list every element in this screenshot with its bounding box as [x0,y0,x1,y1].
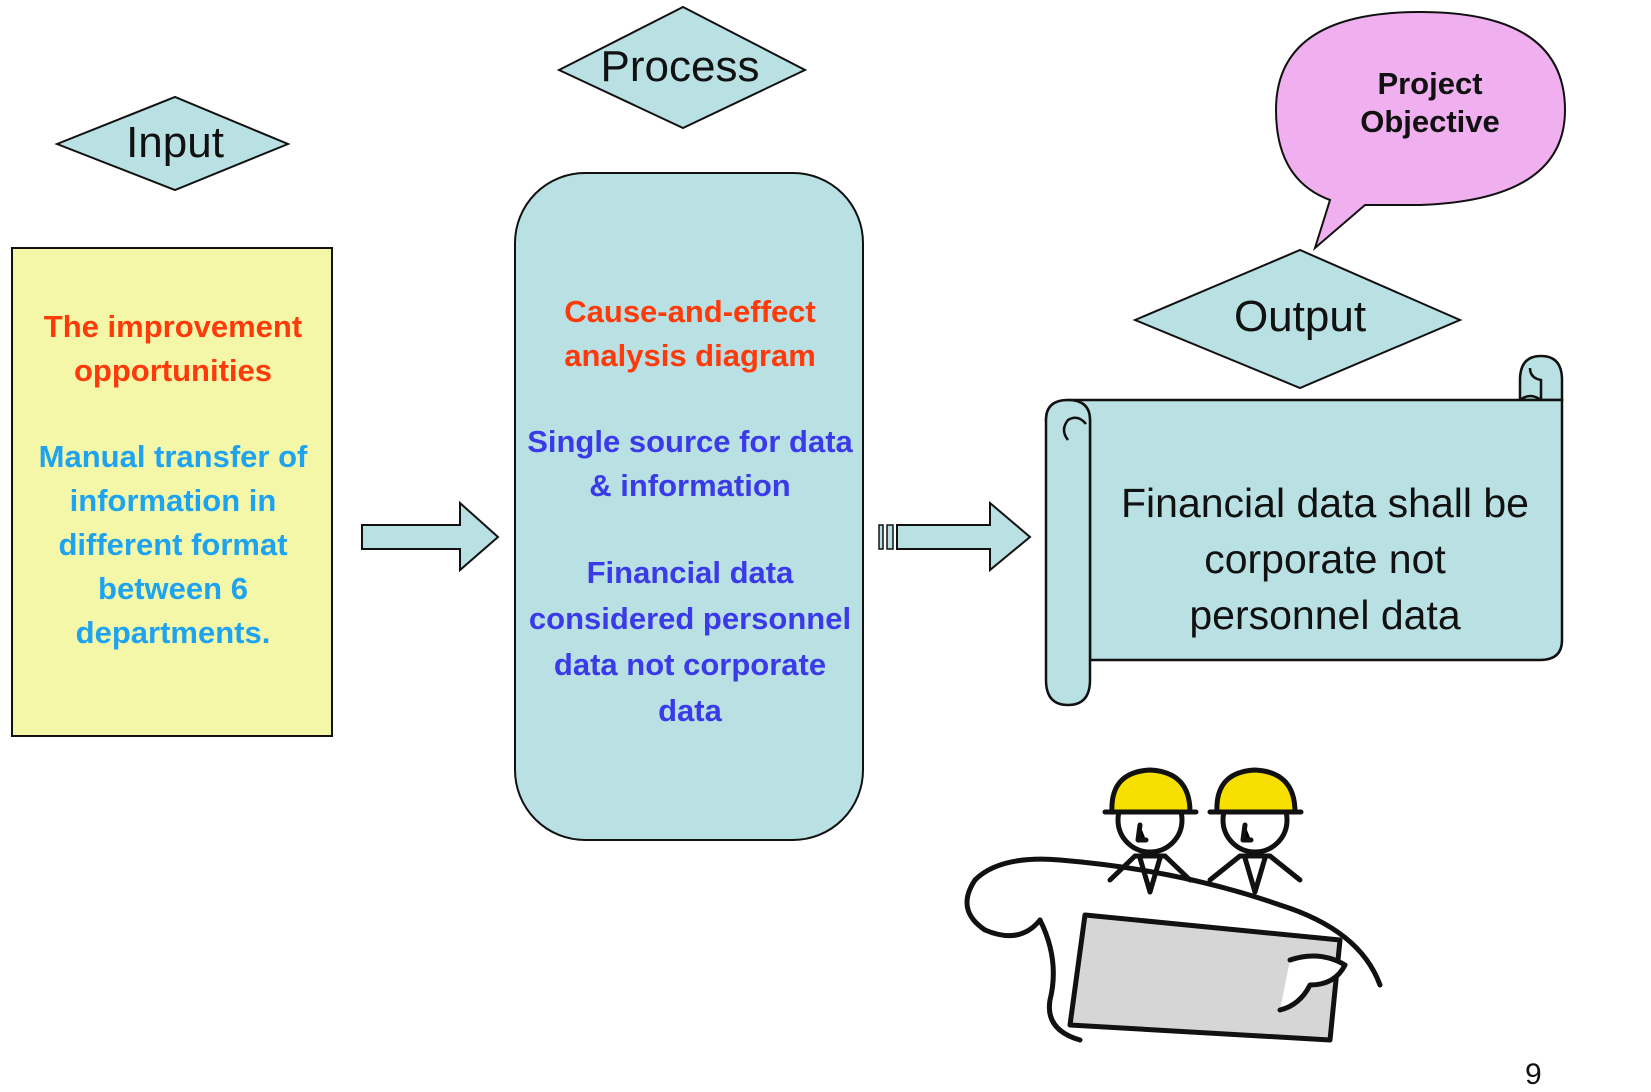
process-item-financial-data: Financial data considered personnel data… [528,555,852,728]
input-body: Manual transfer of information in differ… [38,439,308,650]
arrow-process-to-output [878,500,1032,573]
output-diamond [1132,248,1463,390]
output-scroll [1044,354,1564,707]
output-label: Output [1233,292,1367,341]
callout-text: Project Objective [1360,66,1500,139]
input-box-text: The improvement opportunities Manual tra… [18,305,328,655]
output-text: Financial data shall be corporate not pe… [1121,480,1529,638]
process-box-text: Cause-and-effect analysis diagram Single… [525,290,855,734]
process-box [514,172,864,841]
input-heading: The improvement opportunities [43,309,303,388]
callout-bubble [1274,10,1567,252]
input-box [11,247,333,737]
process-heading: Cause-and-effect analysis diagram [564,294,816,373]
page-number: 9 [1525,1058,1542,1091]
engineers-clipart [964,767,1383,1043]
process-label: Process [600,42,760,91]
process-item-single-source: Single source for data & information [527,424,853,503]
input-diamond [54,95,291,192]
input-label: Input [126,118,224,167]
process-diamond [556,5,808,130]
arrow-input-to-process [361,500,500,573]
